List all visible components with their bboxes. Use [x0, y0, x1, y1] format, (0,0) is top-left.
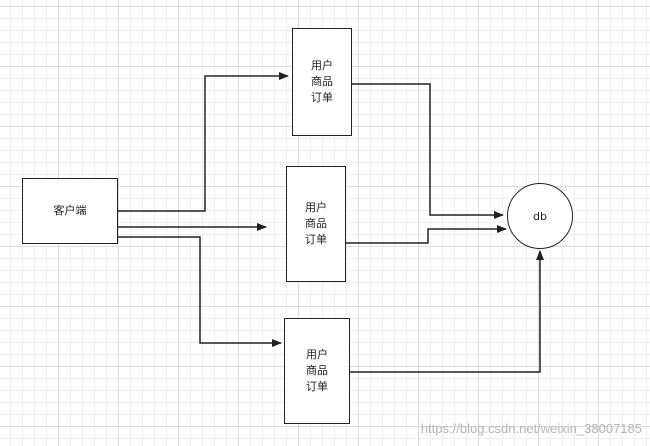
service-node-2-line-2: 商品: [305, 217, 327, 230]
service-node-1-line-3: 订单: [311, 91, 333, 104]
edge-client-service-1: [118, 72, 289, 212]
service-node-2-text: 用户 商品 订单: [305, 200, 327, 248]
service-node-3-text: 用户 商品 订单: [306, 347, 328, 395]
client-label: 客户端: [53, 204, 87, 217]
service-node-1[interactable]: 用户 商品 订单: [292, 28, 352, 136]
service-node-3[interactable]: 用户 商品 订单: [284, 318, 350, 424]
edge-service-1-db: [352, 83, 504, 219]
service-node-3-line-1: 用户: [306, 348, 328, 361]
service-node-3-line-2: 商品: [306, 364, 328, 377]
service-node-2-line-3: 订单: [305, 233, 327, 246]
service-node-1-line-1: 用户: [311, 59, 333, 72]
service-node-2-line-1: 用户: [305, 201, 327, 214]
db-label: db: [533, 209, 547, 223]
service-node-2[interactable]: 用户 商品 订单: [286, 166, 346, 282]
watermark-text: https://blog.csdn.net/weixin_38007185: [420, 421, 642, 436]
edge-service-3-db: [350, 250, 544, 373]
db-node[interactable]: db: [507, 183, 573, 249]
edge-client-service-3: [118, 236, 282, 347]
edge-service-2-db: [346, 225, 507, 244]
service-node-1-text: 用户 商品 订单: [311, 58, 333, 106]
service-node-1-line-2: 商品: [311, 75, 333, 88]
client-node[interactable]: 客户端: [22, 178, 118, 244]
service-node-3-line-3: 订单: [306, 380, 328, 393]
